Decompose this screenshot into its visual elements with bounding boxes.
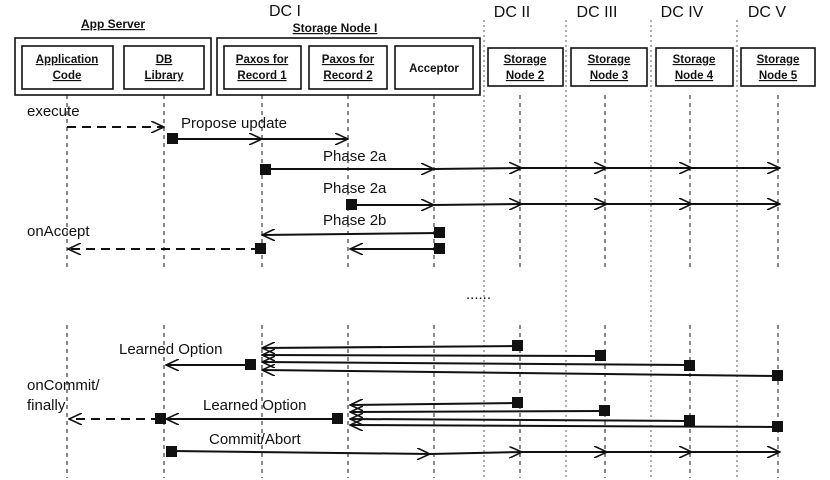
label-learned-option-1: Learned Option — [119, 341, 222, 358]
label-propose-update: Propose update — [181, 115, 287, 132]
participant-label: Node 2 — [506, 70, 544, 82]
participant-application-code: Application Code — [21, 45, 114, 90]
activation-square — [166, 446, 177, 457]
activation-square — [245, 359, 256, 370]
activation-square — [155, 413, 166, 424]
participant-storage-node-5: Storage Node 5 — [740, 47, 816, 87]
dc-separators — [483, 20, 738, 480]
label-commit-abort: Commit/Abort — [209, 431, 302, 448]
arrow-learn2-sn3 — [350, 411, 606, 412]
activation-square — [167, 133, 178, 144]
participant-label: Node 4 — [675, 70, 714, 82]
participant-db-library: DB Library — [123, 45, 205, 90]
arrow-p2b-r1 — [262, 233, 441, 235]
participant-label: Storage — [504, 54, 547, 66]
participant-label: Code — [53, 70, 82, 82]
app-server-title: App Server — [81, 17, 145, 31]
participant-label: Paxos for — [322, 54, 375, 66]
participant-label: Storage — [757, 54, 800, 66]
activation-square — [599, 405, 610, 416]
arrow-learn1-sn5 — [262, 370, 779, 377]
arrow-commit-sn2 — [429, 452, 522, 454]
arrow-p2a-r2-sn2 — [433, 204, 522, 205]
activation-square — [772, 421, 783, 432]
messages — [67, 127, 780, 454]
dc-label-2: DC II — [494, 4, 530, 21]
participant-label: Library — [145, 70, 185, 82]
activation-square — [595, 350, 606, 361]
label-on-commit-line2: finally — [27, 397, 66, 414]
arrow-learn2-sn4 — [350, 419, 691, 421]
participant-label: Storage — [673, 54, 716, 66]
participant-label: Paxos for — [236, 54, 289, 66]
participant-label: Node 5 — [759, 70, 798, 82]
participant-label: Acceptor — [409, 63, 459, 75]
participant-label: Record 2 — [323, 70, 372, 82]
arrow-learn1-sn3 — [262, 355, 602, 356]
activation-square — [512, 397, 523, 408]
label-on-accept: onAccept — [27, 223, 90, 240]
activation-square — [255, 243, 266, 254]
activation-square — [772, 370, 783, 381]
label-ellipsis: ...... — [466, 286, 491, 303]
storage-node-1-title: Storage Node I — [293, 21, 378, 35]
participant-storage-node-4: Storage Node 4 — [655, 47, 734, 87]
activation-square — [346, 199, 357, 210]
label-execute: execute — [27, 103, 80, 120]
participant-acceptor: Acceptor — [394, 45, 474, 90]
participant-label: Record 1 — [237, 70, 287, 82]
arrow-commit-acc — [171, 451, 430, 454]
label-learned-option-2: Learned Option — [203, 397, 306, 414]
activation-square — [684, 360, 695, 371]
arrow-learn2-sn5 — [350, 425, 779, 427]
participant-paxos-record-1: Paxos for Record 1 — [223, 45, 302, 90]
participant-paxos-record-2: Paxos for Record 2 — [308, 45, 388, 90]
activation-square — [684, 415, 695, 426]
activation-square — [332, 413, 343, 424]
participant-label: Storage — [588, 54, 631, 66]
arrow-learn1-sn4 — [262, 362, 689, 365]
participant-storage-node-2: Storage Node 2 — [487, 47, 564, 87]
arrow-p2a-r1-sn2 — [433, 168, 522, 169]
label-on-commit-line1: onCommit/ — [27, 377, 100, 394]
participant-label: Node 3 — [590, 70, 628, 82]
label-phase-2a-2: Phase 2a — [323, 180, 387, 197]
activation-square — [512, 340, 523, 351]
dc-label-4: DC IV — [661, 4, 704, 21]
activation-square — [434, 227, 445, 238]
arrow-learn2-sn2 — [350, 403, 519, 405]
activation-squares — [155, 133, 783, 457]
dc-label-3: DC III — [577, 4, 618, 21]
label-phase-2b: Phase 2b — [323, 212, 386, 229]
activation-square — [260, 164, 271, 175]
activation-square — [434, 243, 445, 254]
arrow-learn1-sn2 — [262, 346, 519, 348]
participant-label: DB — [156, 54, 173, 66]
dc-label-5: DC V — [748, 4, 787, 21]
dc-label-1: DC I — [269, 3, 301, 20]
label-phase-2a-1: Phase 2a — [323, 148, 387, 165]
participant-label: Application — [36, 54, 99, 66]
participant-storage-node-3: Storage Node 3 — [570, 47, 648, 87]
